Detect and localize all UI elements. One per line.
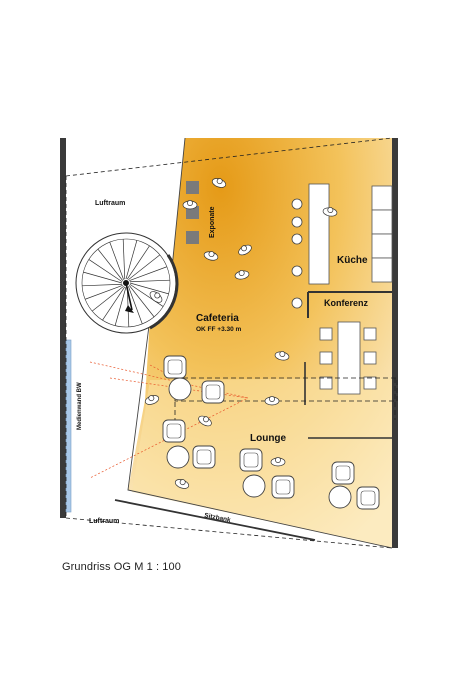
- stair-tread: [84, 285, 123, 300]
- lounge-chair-inner: [166, 359, 376, 506]
- people-figures: [144, 178, 338, 489]
- person-figure: [174, 479, 190, 489]
- wall-right: [392, 138, 398, 548]
- person-figure: [274, 351, 290, 361]
- beam-outline: [174, 377, 398, 402]
- label-sitzbank: Sitzbank: [204, 512, 232, 524]
- conference-chairs: [319, 327, 377, 390]
- spiral-staircase: [75, 232, 179, 334]
- exhibit-block: [186, 181, 199, 194]
- conference-table: [337, 321, 361, 395]
- stair-tread: [126, 245, 150, 280]
- kitchen-cabinets: [371, 185, 393, 283]
- roof-outline: [65, 137, 393, 549]
- label-exponate: Exponate: [209, 206, 216, 238]
- label-kueche: Küche: [337, 255, 368, 266]
- bar-stools: [291, 198, 303, 309]
- stair-tread: [129, 283, 164, 307]
- stair-tread: [129, 282, 169, 295]
- label-medienwand: Medienwand BW: [77, 382, 83, 430]
- person-figure: [198, 415, 212, 427]
- stair-tread: [128, 285, 155, 318]
- lounge-armchairs: [162, 355, 380, 510]
- wall-left: [60, 138, 66, 518]
- stair-tread: [128, 254, 161, 281]
- stair-tread: [129, 279, 170, 283]
- label-level: OK FF +3.30 m: [196, 326, 242, 333]
- sitzbank-line: [114, 499, 316, 541]
- label-cafeteria: Cafeteria: [196, 313, 239, 324]
- person-figure: [322, 207, 338, 217]
- person-figure: [211, 178, 227, 188]
- stair-tread: [91, 285, 124, 312]
- floor-edge: [127, 137, 393, 549]
- person-figure: [203, 251, 219, 261]
- bar-counter: [308, 183, 330, 285]
- person-figure: [144, 395, 160, 405]
- person-figure: [234, 270, 250, 280]
- stair-tread: [129, 266, 168, 281]
- person-figure: [182, 200, 198, 210]
- person-figure: [238, 244, 252, 256]
- stair-tread: [88, 259, 123, 283]
- stair-tread: [122, 239, 126, 280]
- label-luftraum-bottom: Luftraum: [89, 518, 119, 525]
- stair-tread: [102, 286, 126, 321]
- stair-tread: [109, 241, 124, 280]
- lounge-tables: [166, 377, 352, 509]
- stair-tread: [83, 271, 123, 284]
- stair-tread: [125, 240, 138, 280]
- exhibit-block: [186, 231, 199, 244]
- stair-tread: [128, 286, 143, 325]
- person-figure: [149, 291, 163, 303]
- label-lounge: Lounge: [250, 433, 287, 444]
- person-figure: [270, 457, 286, 467]
- label-konferenz: Konferenz: [324, 298, 369, 308]
- stair-tread: [82, 283, 123, 287]
- stair-tread: [114, 286, 127, 326]
- stair-tread: [97, 248, 124, 281]
- label-bar: Bar: [314, 245, 326, 262]
- plan-caption: Grundriss OG M 1 : 100: [62, 561, 181, 573]
- person-figure: [264, 396, 280, 406]
- media-wall: [65, 339, 72, 513]
- label-luftraum-top: Luftraum: [95, 200, 125, 207]
